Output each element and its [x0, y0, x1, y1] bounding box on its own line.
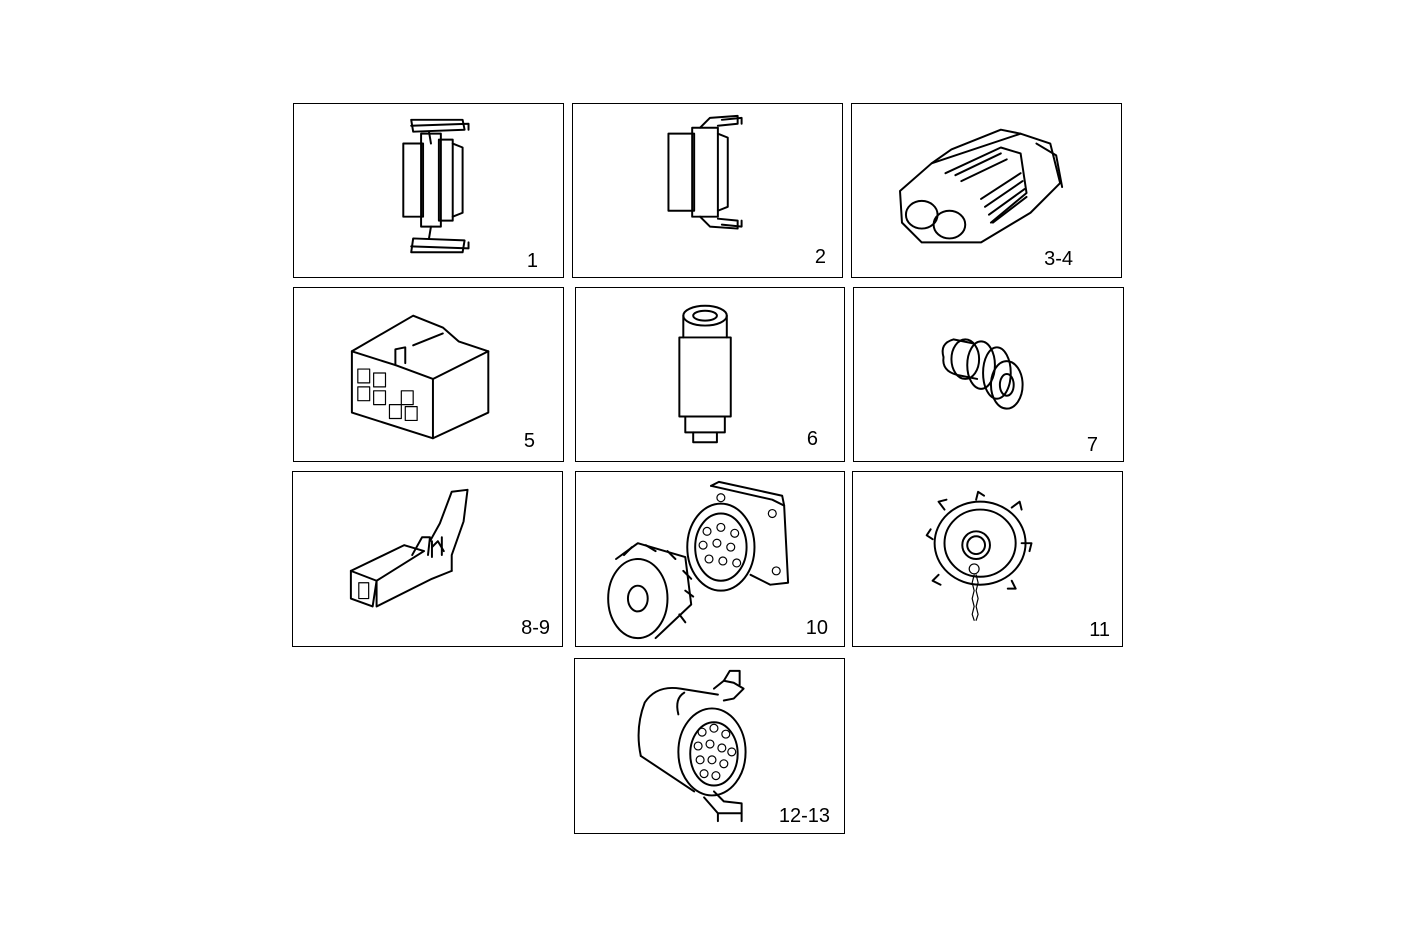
part-panel-11[interactable]: 11 — [852, 471, 1123, 647]
part-number-label: 5 — [523, 430, 535, 452]
protective-cap-drawing — [925, 490, 1033, 621]
part-panel-8-9[interactable]: 8-9 — [292, 471, 563, 647]
round-multi-pin-connector-drawing — [637, 669, 747, 823]
part-number-label: 6 — [806, 428, 818, 450]
multi-pin-connector-block-drawing — [350, 314, 490, 440]
part-panel-5[interactable]: 5 — [293, 287, 564, 462]
part-panel-7[interactable]: 7 — [853, 287, 1124, 462]
part-number-label: 11 — [1089, 619, 1110, 641]
part-number-label: 3-4 — [1044, 248, 1073, 270]
two-way-connector-drawing — [899, 128, 1064, 244]
part-panel-3-4[interactable]: 3-4 — [851, 103, 1122, 278]
terminal-contact-drawing — [349, 488, 469, 608]
part-number-label: 1 — [526, 250, 538, 272]
part-panel-10[interactable]: 10 — [575, 471, 845, 647]
part-number-label: 10 — [805, 617, 828, 639]
sealing-plug-drawing — [941, 338, 1024, 410]
part-panel-2[interactable]: 2 — [572, 103, 843, 278]
part-panel-6[interactable]: 6 — [575, 287, 845, 462]
part-panel-1[interactable]: 1 — [293, 103, 564, 278]
part-number-label: 8-9 — [521, 617, 550, 639]
part-number-label: 12-13 — [778, 805, 830, 827]
round-connector-pair-drawing — [607, 480, 790, 640]
cylindrical-plug-drawing — [678, 304, 732, 444]
connector-housing-2-drawing — [667, 114, 743, 230]
part-number-label: 2 — [814, 246, 826, 268]
connector-housing-1-drawing — [402, 118, 470, 254]
part-panel-12-13[interactable]: 12-13 — [574, 658, 845, 834]
part-number-label: 7 — [1086, 434, 1098, 456]
